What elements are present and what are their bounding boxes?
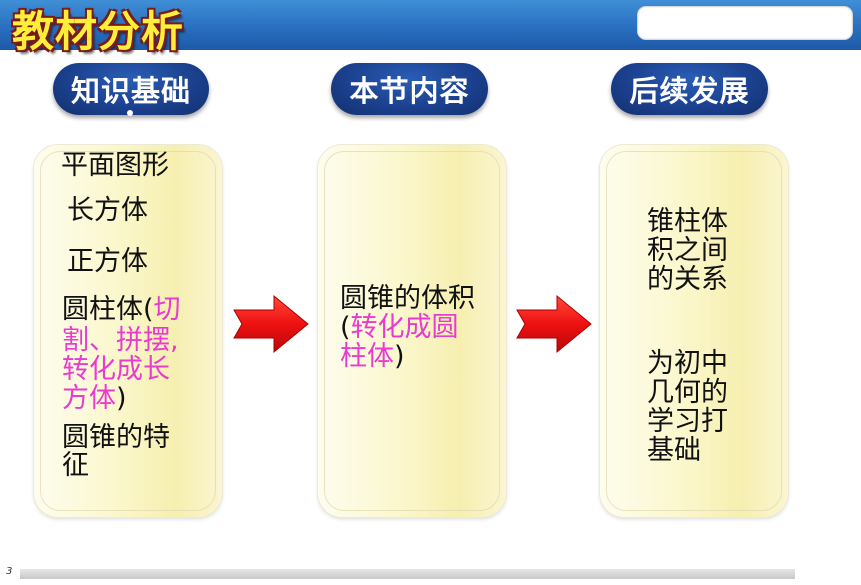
c2-line-3: 柱体): [340, 341, 405, 372]
c2-line-1: 圆锥的体积: [340, 283, 475, 314]
header-knowledge-base: 知识基础: [53, 63, 209, 115]
c1-line-2: 长方体: [67, 195, 148, 226]
c1-line-7: 方体): [62, 383, 127, 414]
c3-line-7: 基础: [647, 435, 701, 466]
footer-bar: [20, 569, 795, 579]
c2-line-2: (转化成圆: [340, 312, 459, 343]
bullet-dot: [127, 110, 133, 116]
c1-line-3: 正方体: [67, 246, 148, 277]
c1-line-5: 割、拼摆,: [62, 325, 179, 356]
c3-line-4: 为初中: [647, 348, 728, 379]
card-future-development: [600, 145, 788, 517]
title-box: [637, 6, 853, 40]
c3-line-5: 几何的: [647, 377, 728, 408]
slide-title: 教材分析: [12, 7, 185, 56]
c1-line-6: 转化成长: [62, 354, 170, 385]
c3-line-6: 学习打: [647, 406, 728, 437]
c1-line-8: 圆锥的特: [62, 422, 170, 453]
c1-line-1: 平面图形: [61, 150, 169, 181]
arrow-right-icon: [516, 294, 592, 354]
c1-line-4: 圆柱体(切: [62, 294, 181, 325]
header-section-content: 本节内容: [331, 63, 488, 115]
c3-line-2: 积之间: [647, 235, 728, 266]
header-future-development: 后续发展: [611, 63, 768, 115]
c1-line-9: 征: [62, 450, 89, 481]
card-section-content: [318, 145, 506, 517]
arrow-right-icon: [233, 294, 309, 354]
c3-line-1: 锥柱体: [647, 206, 728, 237]
card-knowledge-base: [34, 145, 222, 517]
page-number: 3: [6, 566, 13, 577]
c3-line-3: 的关系: [647, 264, 728, 295]
